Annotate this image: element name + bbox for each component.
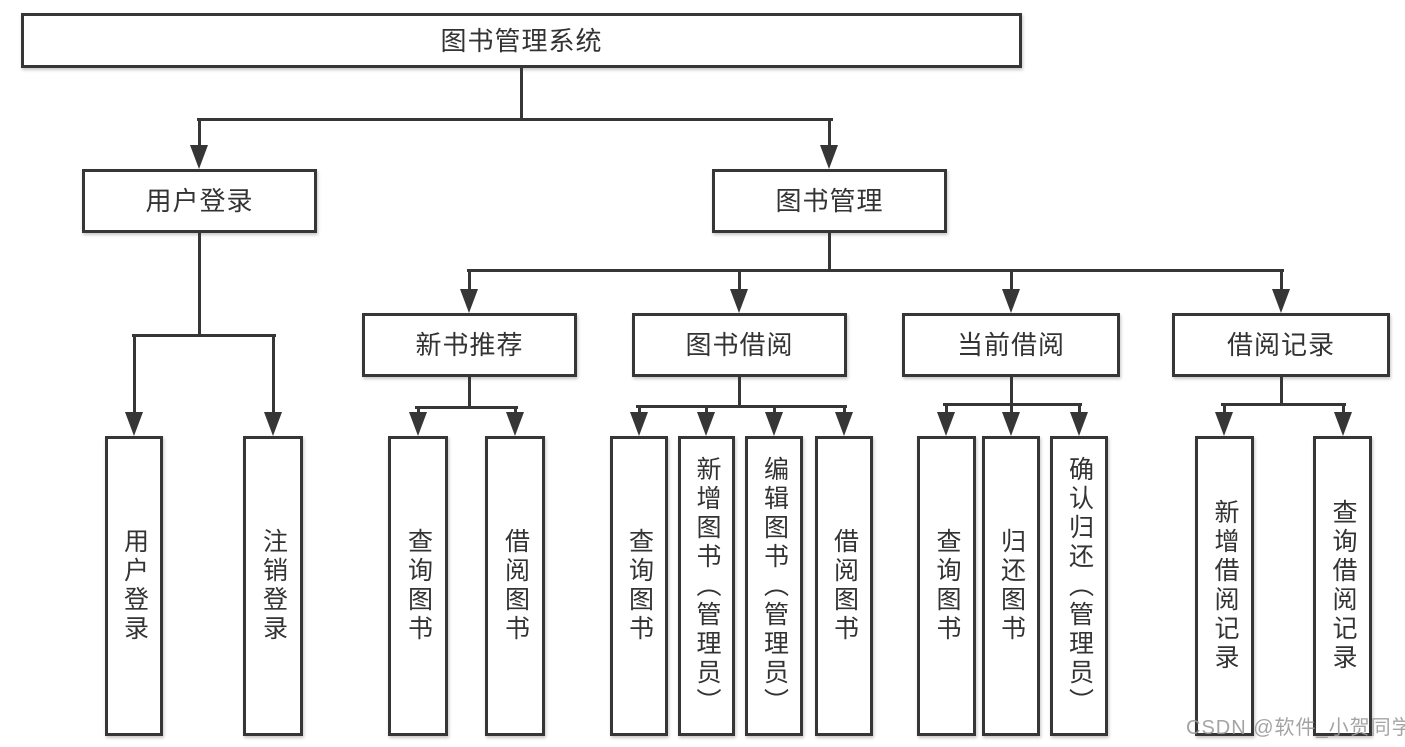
node-user-login: 用户登录 bbox=[82, 169, 317, 233]
leaf-label: 查询图书 bbox=[625, 528, 654, 644]
connector-book-management-stem bbox=[828, 232, 831, 271]
leaf-query-books-recommend: 查询图书 bbox=[388, 436, 448, 736]
arrowhead-down-icon bbox=[1334, 412, 1352, 436]
connector-bus-borrowing-records bbox=[1221, 403, 1346, 406]
leaf-add-book-admin: 新增图书（管理员） bbox=[678, 436, 735, 736]
arrowhead-down-icon bbox=[835, 412, 853, 436]
leaf-label: 注销登录 bbox=[259, 528, 288, 644]
connector-arrow-stem bbox=[1342, 403, 1345, 415]
leaf-label: 归还图书 bbox=[997, 528, 1026, 644]
leaf-label: 编辑图书（管理员） bbox=[760, 455, 789, 717]
leaf-logout: 注销登录 bbox=[243, 436, 303, 736]
leaf-query-books-current: 查询图书 bbox=[917, 436, 976, 736]
connector-borrowing-records-stem bbox=[1280, 377, 1283, 405]
arrowhead-down-icon bbox=[820, 145, 838, 169]
connector-arrow-stem bbox=[843, 405, 846, 415]
node-book-management: 图书管理 bbox=[712, 169, 947, 233]
node-current-borrowing: 当前借阅 bbox=[902, 313, 1120, 377]
connector-book-borrowing-stem bbox=[738, 377, 741, 407]
leaf-label: 用户登录 bbox=[120, 528, 149, 644]
connector-arrow-stem bbox=[514, 406, 517, 415]
node-book-borrowing: 图书借阅 bbox=[632, 313, 847, 377]
connector-arrow-stem bbox=[1223, 403, 1226, 415]
arrowhead-down-icon bbox=[506, 412, 524, 436]
arrowhead-down-icon bbox=[1070, 412, 1088, 436]
arrowhead-down-icon bbox=[765, 412, 783, 436]
watermark-csdn: CSDN @软件_小贺同学 bbox=[1186, 717, 1405, 739]
arrowhead-down-icon bbox=[1002, 289, 1020, 313]
leaf-return-book: 归还图书 bbox=[982, 436, 1040, 736]
leaf-label: 确认归还（管理员） bbox=[1065, 455, 1094, 717]
arrowhead-down-icon bbox=[1272, 289, 1290, 313]
connector-new-book-stem bbox=[468, 377, 471, 408]
connector-arrow-stem bbox=[1010, 269, 1013, 293]
node-new-book-recommendation: 新书推荐 bbox=[362, 313, 577, 377]
node-label: 图书借阅 bbox=[685, 330, 794, 360]
connector-arrow-stem bbox=[945, 403, 948, 415]
node-label: 图书管理系统 bbox=[440, 25, 603, 56]
connector-bus-book-borrowing bbox=[636, 405, 847, 408]
connector-arrow-stem bbox=[638, 405, 641, 415]
leaf-borrow-books-borrowing: 借阅图书 bbox=[815, 436, 873, 736]
connector-arrow-stem bbox=[738, 269, 741, 293]
leaf-label: 借阅图书 bbox=[501, 528, 530, 644]
node-library-management-system: 图书管理系统 bbox=[21, 13, 1022, 68]
connector-bus-book-management bbox=[467, 269, 1284, 272]
connector-root-stem bbox=[520, 68, 523, 120]
connector-arrow-stem bbox=[198, 118, 201, 150]
connector-arrow-stem bbox=[1010, 403, 1013, 415]
arrowhead-down-icon bbox=[125, 412, 143, 436]
connector-arrow-stem bbox=[705, 405, 708, 415]
connector-bus-user-login bbox=[132, 334, 276, 337]
leaf-label: 查询借阅记录 bbox=[1329, 499, 1357, 673]
connector-arrow-stem bbox=[133, 334, 136, 416]
leaf-user-login: 用户登录 bbox=[105, 436, 163, 736]
node-label: 新书推荐 bbox=[415, 330, 524, 360]
leaf-label: 新增图书（管理员） bbox=[693, 455, 721, 717]
connector-arrow-stem bbox=[468, 269, 471, 293]
arrowhead-down-icon bbox=[409, 412, 427, 436]
leaf-label: 查询图书 bbox=[404, 528, 433, 644]
connector-current-borrowing-stem bbox=[1010, 377, 1013, 405]
leaf-label: 新增借阅记录 bbox=[1211, 499, 1239, 673]
arrowhead-down-icon bbox=[730, 289, 748, 313]
leaf-add-borrow-record: 新增借阅记录 bbox=[1195, 436, 1254, 736]
leaf-confirm-return-admin: 确认归还（管理员） bbox=[1050, 436, 1108, 736]
node-label: 图书管理 bbox=[775, 186, 884, 216]
connector-arrow-stem bbox=[417, 406, 420, 415]
arrowhead-down-icon bbox=[937, 412, 955, 436]
connector-bus-level2 bbox=[197, 118, 833, 121]
leaf-query-books-borrowing: 查询图书 bbox=[610, 436, 668, 736]
connector-arrow-stem bbox=[1280, 269, 1283, 293]
leaf-label: 查询图书 bbox=[933, 528, 961, 644]
leaf-borrow-books-recommend: 借阅图书 bbox=[485, 436, 545, 736]
leaf-label: 借阅图书 bbox=[830, 528, 859, 644]
connector-arrow-stem bbox=[272, 334, 275, 416]
leaf-query-borrow-record: 查询借阅记录 bbox=[1313, 436, 1372, 736]
node-label: 当前借阅 bbox=[956, 330, 1065, 360]
arrowhead-down-icon bbox=[190, 145, 208, 169]
arrowhead-down-icon bbox=[460, 289, 478, 313]
node-borrowing-records: 借阅记录 bbox=[1172, 313, 1390, 377]
connector-arrow-stem bbox=[1078, 403, 1081, 415]
arrowhead-down-icon bbox=[1215, 412, 1233, 436]
arrowhead-down-icon bbox=[697, 412, 715, 436]
connector-arrow-stem bbox=[773, 405, 776, 415]
arrowhead-down-icon bbox=[264, 412, 282, 436]
node-label: 用户登录 bbox=[145, 186, 254, 216]
leaf-edit-book-admin: 编辑图书（管理员） bbox=[745, 436, 803, 736]
arrowhead-down-icon bbox=[1002, 412, 1020, 436]
node-label: 借阅记录 bbox=[1226, 330, 1335, 360]
connector-arrow-stem bbox=[828, 118, 831, 150]
arrowhead-down-icon bbox=[630, 412, 648, 436]
connector-bus-new-book bbox=[415, 406, 518, 409]
connector-user-login-stem bbox=[198, 233, 201, 336]
